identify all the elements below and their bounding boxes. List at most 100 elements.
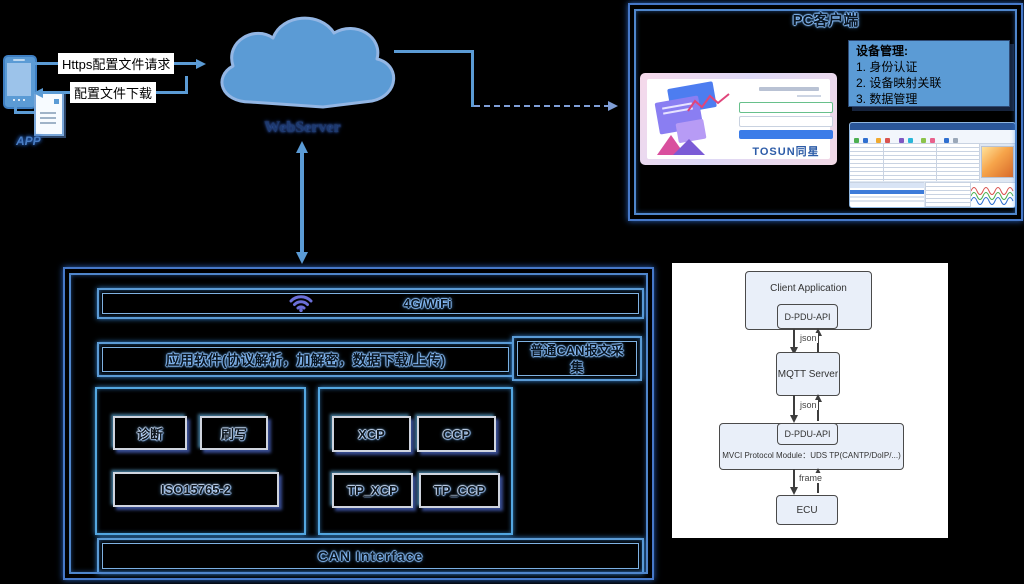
iso15765-label: ISO15765-2: [160, 482, 232, 497]
login-username-field: [739, 102, 833, 113]
frame-label: frame: [798, 473, 824, 483]
login-card: TOSUN同星: [647, 79, 833, 159]
phone-dot: [18, 99, 20, 101]
ccp-label: CCP: [442, 426, 471, 442]
mvci-label: MVCI Protocol Module：UDS TP(CANTP/DoIP/.…: [722, 451, 901, 460]
login-button: [739, 130, 833, 139]
json-label-2: json: [799, 400, 818, 410]
dpdu-api-bottom-box: D-PDU-API: [777, 423, 838, 445]
login-screenshot: TOSUN同星: [640, 73, 837, 165]
xcp-box: XCP: [332, 416, 411, 452]
login-illustration: [653, 81, 733, 155]
doc-line: [40, 117, 56, 119]
device-management-item: 2. 设备映射关联: [856, 76, 942, 90]
diagnosis-label: 诊断: [136, 426, 163, 442]
json-down-line-1: [793, 329, 795, 349]
pc-client-panel: PC客户端: [628, 3, 1023, 221]
wifi-bar-label: 4G/WiFi: [403, 296, 452, 311]
wifi-icon: [289, 295, 313, 312]
app-software-bar: 应用软件(协议解析，加解密，数据下载/上传): [97, 342, 514, 377]
updown-arrow-bottom: [296, 252, 308, 264]
ecu-label: ECU: [796, 504, 818, 516]
app-row: [850, 200, 924, 202]
cloud-pc-arrowhead: [608, 101, 618, 111]
illus-mountains: [657, 135, 705, 155]
phone-doc-connector: [14, 105, 17, 113]
json-up-arrowhead-1: [814, 328, 822, 336]
app-software-label: 应用软件(协议解析，加解密，数据下载/上传): [165, 351, 446, 368]
app-table-header: [850, 183, 924, 188]
flash-box: 刷写: [200, 416, 268, 450]
updown-arrow-top: [296, 141, 308, 153]
dpdu-api-top-label: D-PDU-API: [784, 311, 831, 322]
device-management-heading: 设备管理:: [856, 44, 908, 58]
mqtt-flow-panel: Client Application D-PDU-API json MQTT S…: [672, 263, 948, 538]
config-file-icon: [34, 92, 64, 136]
device-management-box: 设备管理: 1. 身份认证 2. 设备映射关联 3. 数据管理: [848, 40, 1010, 107]
json-up-line-2: [817, 399, 819, 421]
json-up-arrowhead-2: [814, 394, 822, 402]
doc-line: [40, 122, 56, 124]
json-down-arrowhead-2: [790, 415, 798, 423]
phone-screen: [7, 63, 31, 96]
app-signal-list: [925, 182, 970, 207]
app-tree-panel: [850, 144, 884, 181]
download-line-riser: [185, 76, 188, 94]
dpdu-api-top-box: D-PDU-API: [777, 304, 838, 329]
frame-down-line: [793, 469, 795, 489]
diagnosis-box: 诊断: [113, 416, 187, 450]
phone-dot: [23, 99, 25, 101]
iso15765-box: ISO15765-2: [113, 472, 279, 507]
mqtt-server-box: MQTT Server: [776, 352, 840, 396]
phone-doc-connector: [14, 111, 38, 114]
app-3d-chart: [981, 146, 1014, 178]
can-capture-label: 普通CAN报文采集: [530, 342, 624, 375]
doc-line: [40, 112, 56, 114]
frame-up-line: [817, 473, 819, 493]
download-label: 配置文件下载: [70, 82, 157, 103]
tp-ccp-label: TP_CCP: [433, 483, 486, 498]
device-management-item: 1. 身份认证: [856, 60, 918, 74]
login-password-field: [739, 116, 833, 127]
flash-label: 刷写: [220, 426, 247, 442]
doc-mark: [54, 99, 59, 104]
can-capture-box: 普通CAN报文采集: [512, 336, 642, 381]
json-down-line-2: [793, 395, 795, 417]
frame-down-arrowhead: [790, 487, 798, 495]
tp-xcp-box: TP_XCP: [332, 473, 413, 508]
app-titlebar: [850, 123, 1015, 130]
mqtt-server-label: MQTT Server: [777, 368, 839, 380]
xcp-label: XCP: [358, 426, 385, 442]
https-request-label: Https配置文件请求: [58, 53, 175, 74]
frame-up-arrowhead: [814, 468, 822, 476]
download-arrowhead: [33, 88, 43, 98]
tp-xcp-label: TP_XCP: [347, 483, 398, 498]
tosun-logo: TOSUN同星: [752, 146, 820, 158]
app-selected-row: [850, 190, 924, 194]
tp-ccp-box: TP_CCP: [419, 473, 500, 508]
app-screenshot: [849, 122, 1016, 208]
cloud-pc-connector-h1: [394, 50, 474, 53]
app-ribbon: [850, 130, 1015, 144]
json-up-line-1: [817, 333, 819, 352]
cloud-pc-connector-dashed: [474, 105, 610, 107]
device-panel: 4G/WiFi 应用软件(协议解析，加解密，数据下载/上传) 普通CAN报文采集…: [63, 267, 654, 580]
client-application-label: Client Application: [770, 283, 847, 294]
webserver-label: WebServer: [264, 119, 341, 136]
pc-client-title: PC客户端: [792, 12, 859, 29]
wifi-bar: 4G/WiFi: [97, 288, 644, 319]
cloud-pc-connector-v: [471, 50, 474, 107]
app-row: [850, 196, 924, 198]
app-table-panel: [884, 144, 937, 181]
ccp-box: CCP: [417, 416, 496, 452]
app-bottom-table: [850, 182, 924, 207]
login-title-bar: [759, 87, 819, 91]
diagnostics-group: 诊断 刷写 ISO15765-2: [95, 387, 306, 535]
json-down-arrowhead-1: [790, 347, 798, 355]
can-interface-bar: CAN Interface: [97, 538, 644, 574]
smartphone-icon: [3, 55, 37, 109]
illus-zigzag: [687, 93, 730, 112]
login-link-bar: [797, 95, 821, 97]
phone-dot: [13, 99, 15, 101]
